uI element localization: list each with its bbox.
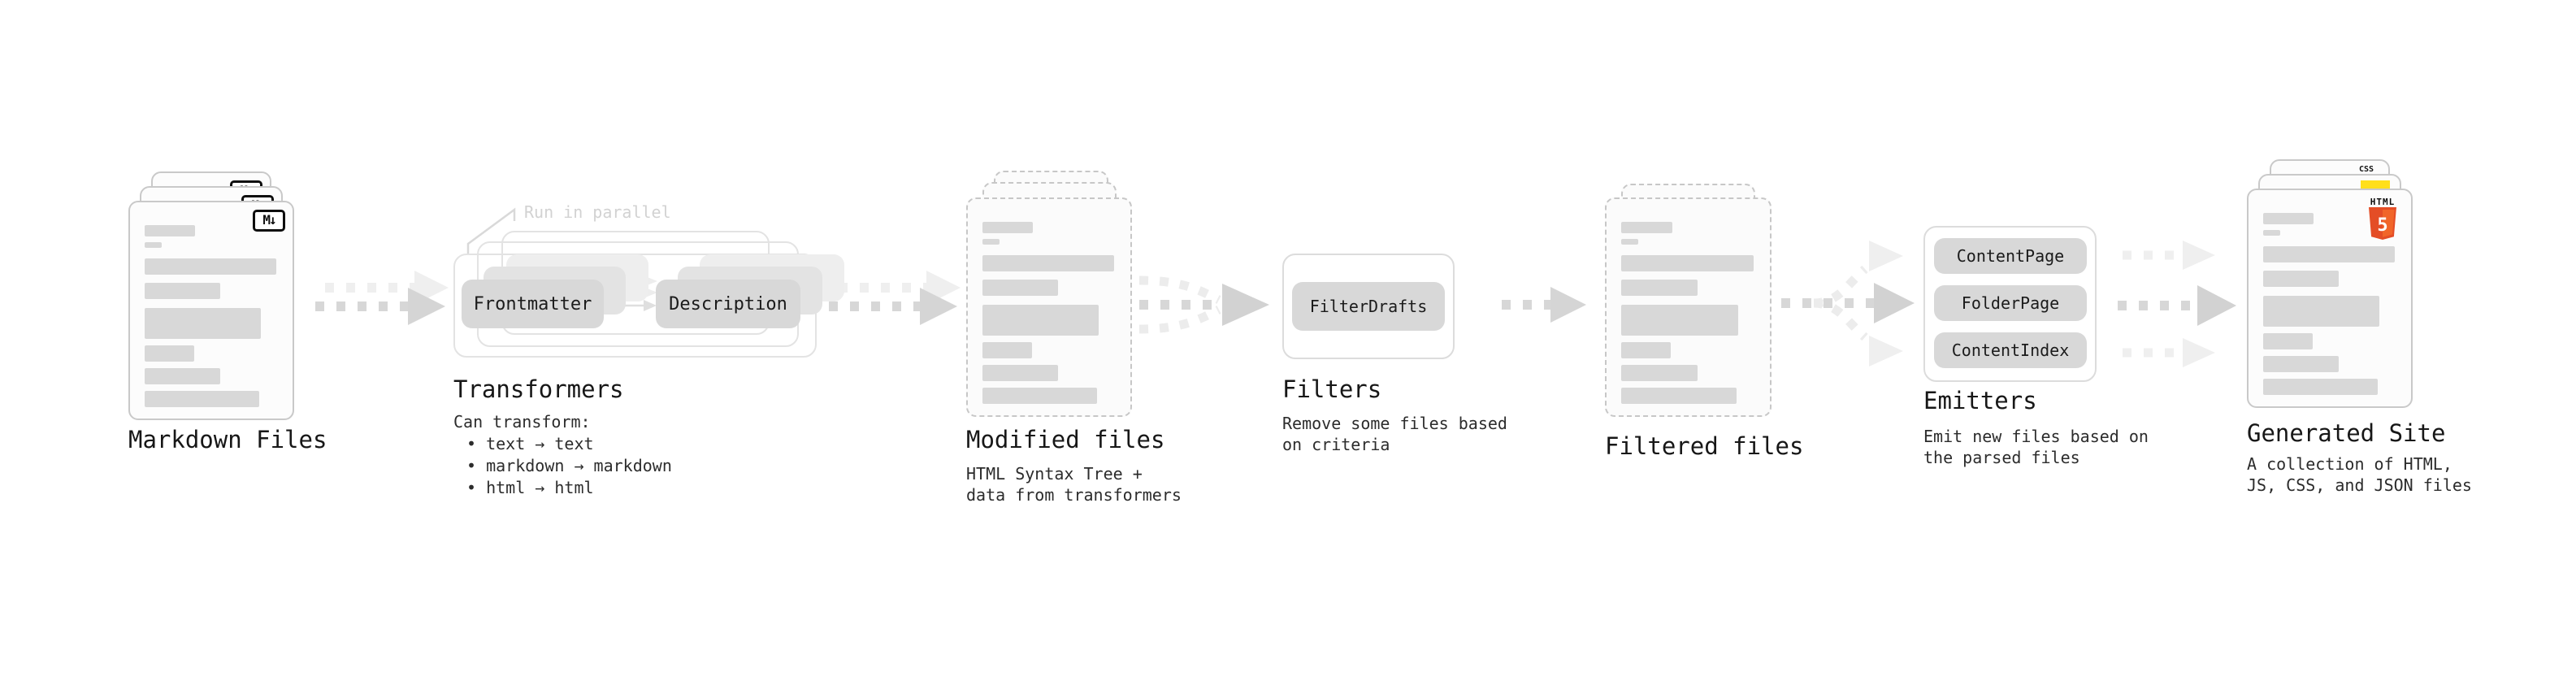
desc-line: the parsed files [1923,448,2080,467]
filtered-files-stack [1605,184,1808,427]
document-content-placeholder [2249,190,2411,395]
html5-digit: 5 [2377,215,2387,236]
stage-desc-filters: Remove some files based on criteria [1282,413,1507,455]
desc-line: HTML Syntax Tree + [966,464,1143,484]
text-line-placeholder [2263,213,2314,224]
text-line-placeholder [1621,342,1672,358]
text-line-placeholder [145,242,163,248]
html5-badge-label: HTML [2370,197,2396,207]
stage-label-modified-files: Modified files [966,426,1165,453]
modified-files-stack [966,171,1169,431]
desc-line: Remove some files based [1282,414,1507,433]
desc-line: JS, CSS, and JSON files [2247,475,2472,495]
stage-desc-modified-files: HTML Syntax Tree + data from transformer… [966,463,1182,505]
stage-label-markdown-files: Markdown Files [128,426,327,453]
contentpage-node: ContentPage [1934,238,2087,274]
arrow-filtered-to-emitters [1781,241,1915,367]
text-line-placeholder [145,308,261,339]
run-in-parallel-connector [466,207,516,254]
desc-line: • html → html [466,478,594,497]
document-card-front [1605,197,1772,417]
desc-line: data from transformers [966,485,1182,505]
arrow-emitters-to-generated [2118,241,2236,367]
markdown-icon: M↓ [253,210,285,232]
arrow-filters-to-filtered [1502,287,1586,323]
text-line-placeholder [2263,296,2379,327]
desc-line: Can transform: [453,412,591,432]
text-line-placeholder [2263,356,2340,372]
document-card-front: M↓ [128,201,294,420]
html5-icon: HTML 5 [2364,197,2401,243]
arrow-transformers-to-modified [829,271,961,325]
document-card-front [966,197,1132,417]
text-line-placeholder [145,391,260,407]
frontmatter-node: Frontmatter [462,280,604,328]
text-line-placeholder [982,239,1000,245]
arrow-markdown-to-transformers [315,271,449,325]
text-line-placeholder [982,365,1059,381]
text-line-placeholder [145,345,194,362]
html5-shield: 5 [2369,207,2396,240]
text-line-placeholder [2263,271,2340,287]
text-line-placeholder [982,280,1059,296]
text-line-placeholder [1621,305,1738,336]
stage-label-transformers: Transformers [453,375,624,403]
document-content-placeholder [968,199,1130,404]
text-line-placeholder [1621,222,1672,233]
desc-line: A collection of HTML, [2247,454,2452,474]
text-line-placeholder [2263,246,2396,262]
text-line-placeholder [982,342,1032,358]
stage-desc-transformers: Can transform: • text → text • markdown … [453,411,672,499]
document-card-front: HTML 5 [2247,189,2413,408]
text-line-placeholder [145,368,221,384]
text-line-placeholder [1621,388,1737,404]
markdown-files-stack: M↓ M↓ M↓ [128,171,340,432]
text-line-placeholder [1621,255,1754,271]
css-badge-label: CSS [2358,165,2374,174]
description-node: Description [656,280,800,328]
generated-site-stack: CSS HTML 5 [2247,159,2458,419]
document-content-placeholder [1607,199,1770,404]
filterdrafts-node: FilterDrafts [1292,282,1445,331]
desc-line: Emit new files based on [1923,427,2149,446]
text-line-placeholder [982,388,1098,404]
document-content-placeholder [130,202,293,407]
stage-desc-generated-site: A collection of HTML, JS, CSS, and JSON … [2247,453,2472,496]
text-line-placeholder [145,225,196,236]
text-line-placeholder [2263,333,2313,349]
text-line-placeholder [982,255,1115,271]
text-line-placeholder [1621,280,1698,296]
text-line-placeholder [982,305,1099,336]
run-in-parallel-annotation: Run in parallel [524,202,671,222]
text-line-placeholder [145,258,277,275]
arrow-modified-to-filters [1138,275,1269,334]
text-line-placeholder [2263,230,2281,236]
text-line-placeholder [145,283,221,299]
stage-label-filters: Filters [1282,375,1382,403]
stage-label-emitters: Emitters [1923,387,2037,414]
text-line-placeholder [1621,365,1698,381]
text-line-placeholder [2263,379,2379,395]
stage-label-filtered-files: Filtered files [1605,432,1804,460]
desc-line: • markdown → markdown [466,456,672,475]
stage-label-generated-site: Generated Site [2247,419,2446,447]
stage-desc-emitters: Emit new files based on the parsed files [1923,426,2149,468]
text-line-placeholder [982,222,1034,233]
text-line-placeholder [1621,239,1639,245]
desc-line: on criteria [1282,435,1390,454]
contentindex-node: ContentIndex [1934,332,2087,368]
folderpage-node: FolderPage [1934,285,2087,321]
desc-line: • text → text [466,434,594,453]
